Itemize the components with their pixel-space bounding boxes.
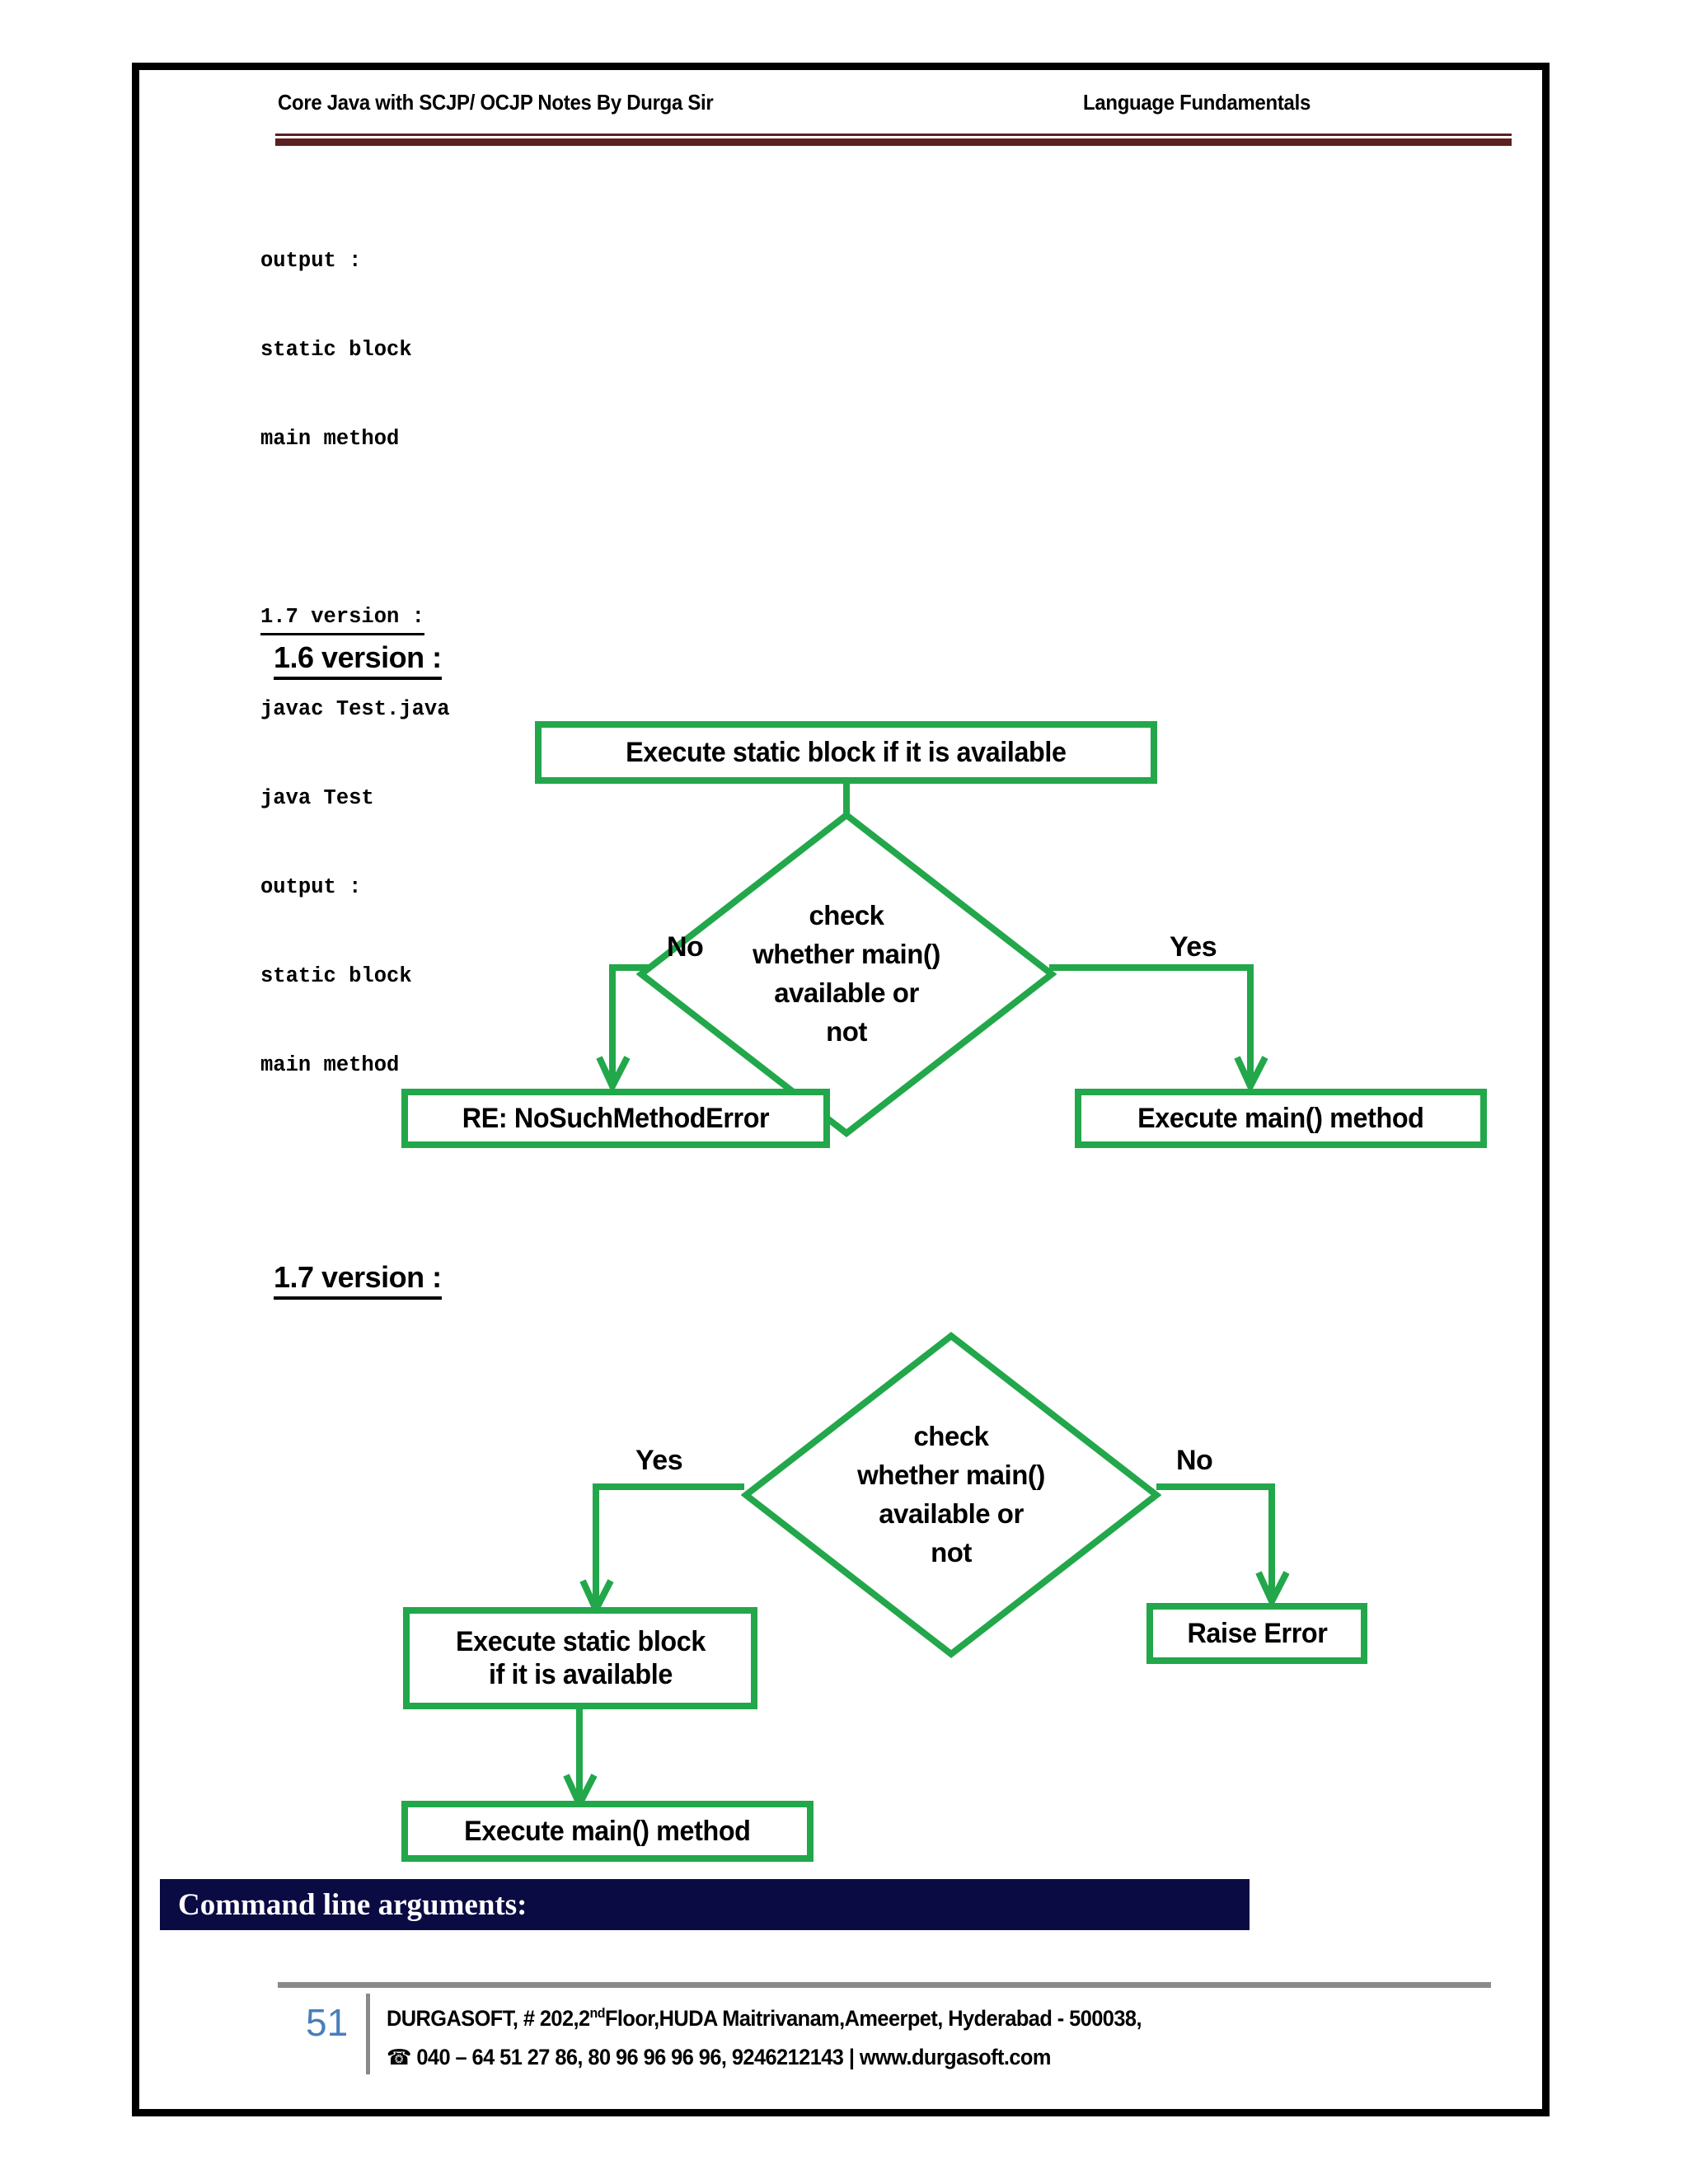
code-line: main method	[260, 427, 400, 451]
flow1-conn-top-to-diamond	[838, 784, 855, 813]
footer-divider	[366, 1994, 370, 2074]
document-header: Core Java with SCJP/ OCJP Notes By Durga…	[160, 87, 1528, 152]
footer-rule	[278, 1982, 1491, 1988]
code-line: main method	[260, 1053, 400, 1077]
command-line-arguments-banner: Command line arguments:	[160, 1879, 1250, 1930]
flow2-conn-right	[1153, 1483, 1301, 1610]
flow1-conn-right	[1046, 964, 1268, 1094]
header-right-title: Language Fundamentals	[1083, 90, 1311, 115]
document-footer: 51 DURGASOFT, # 202,2ndFloor,HUDA Maitri…	[160, 1982, 1528, 2097]
header-left-title: Core Java with SCJP/ OCJP Notes By Durga…	[278, 90, 714, 115]
code-line: static block	[260, 964, 412, 988]
code-line: javac Test.java	[260, 697, 450, 721]
flow2-left-box: Execute static block if it is available	[403, 1607, 757, 1709]
footer-address-line: DURGASOFT, # 202,2ndFloor,HUDA Maitrivan…	[387, 1994, 1142, 2038]
page-frame: Core Java with SCJP/ OCJP Notes By Durga…	[132, 63, 1550, 2116]
page-number: 51	[306, 2001, 349, 2044]
flow1-conn-left	[596, 964, 650, 1094]
code-blank-line	[260, 513, 450, 543]
flow1-left-box-label: RE: NoSuchMethodError	[462, 1102, 770, 1134]
flow2-decision-diamond: check whether main() available or not	[741, 1331, 1161, 1659]
flow1-right-branch-label: Yes	[1170, 931, 1217, 963]
code-output-block: output : static block main method 1.7 ve…	[260, 187, 450, 1140]
flow2-right-branch-label: No	[1176, 1445, 1213, 1476]
code-line: java Test	[260, 786, 374, 810]
flow1-left-branch-label: No	[667, 931, 704, 963]
code-line: output :	[260, 249, 362, 273]
header-rule-thick	[275, 138, 1512, 146]
flow1-left-box: RE: NoSuchMethodError	[401, 1089, 830, 1148]
flow2-left-next-box-label: Execute main() method	[464, 1815, 751, 1847]
flow2-right-box-label: Raise Error	[1187, 1617, 1327, 1649]
footer-contact-text: 040 – 64 51 27 86, 80 96 96 96 96, 92462…	[416, 2045, 1051, 2069]
flow2-left-box-line-1: Execute static block	[455, 1625, 706, 1657]
footer-contact-block: DURGASOFT, # 202,2ndFloor,HUDA Maitrivan…	[387, 1994, 1142, 2078]
flow1-top-box-label: Execute static block if it is available	[626, 736, 1067, 768]
flow1-right-box-label: Execute main() method	[1137, 1102, 1424, 1134]
footer-address-rest: Floor,HUDA Maitrivanam,Ameerpet, Hyderab…	[604, 2006, 1142, 2031]
footer-contact-line: ☎ 040 – 64 51 27 86, 80 96 96 96 96, 924…	[387, 2038, 1142, 2078]
header-rule-thin	[275, 134, 1512, 136]
telephone-icon: ☎	[387, 2046, 411, 2070]
banner-title: Command line arguments:	[178, 1887, 528, 1922]
flow2-conn-left-down	[563, 1709, 601, 1812]
code-line: output :	[260, 875, 362, 899]
flow2-conn-left	[579, 1483, 749, 1618]
flow1-right-box: Execute main() method	[1075, 1089, 1487, 1148]
flow1-top-box: Execute static block if it is available	[535, 721, 1157, 784]
section-heading-1-6: 1.6 version :	[274, 640, 442, 680]
footer-address-ordinal: nd	[589, 2005, 606, 2021]
flow2-left-box-line-2: if it is available	[488, 1659, 673, 1690]
code-line: static block	[260, 338, 412, 362]
flow2-left-next-box: Execute main() method	[401, 1801, 814, 1862]
flow2-right-box: Raise Error	[1146, 1603, 1367, 1664]
code-line-underlined-wrapper: 1.7 version :	[260, 602, 450, 635]
code-line-underlined: 1.7 version :	[260, 602, 424, 635]
footer-address-prefix: DURGASOFT, # 202,2	[387, 2006, 590, 2031]
flow2-left-box-label: Execute static block if it is available	[448, 1622, 713, 1694]
flow2-left-branch-label: Yes	[635, 1445, 683, 1476]
section-heading-1-7: 1.7 version :	[274, 1260, 442, 1300]
